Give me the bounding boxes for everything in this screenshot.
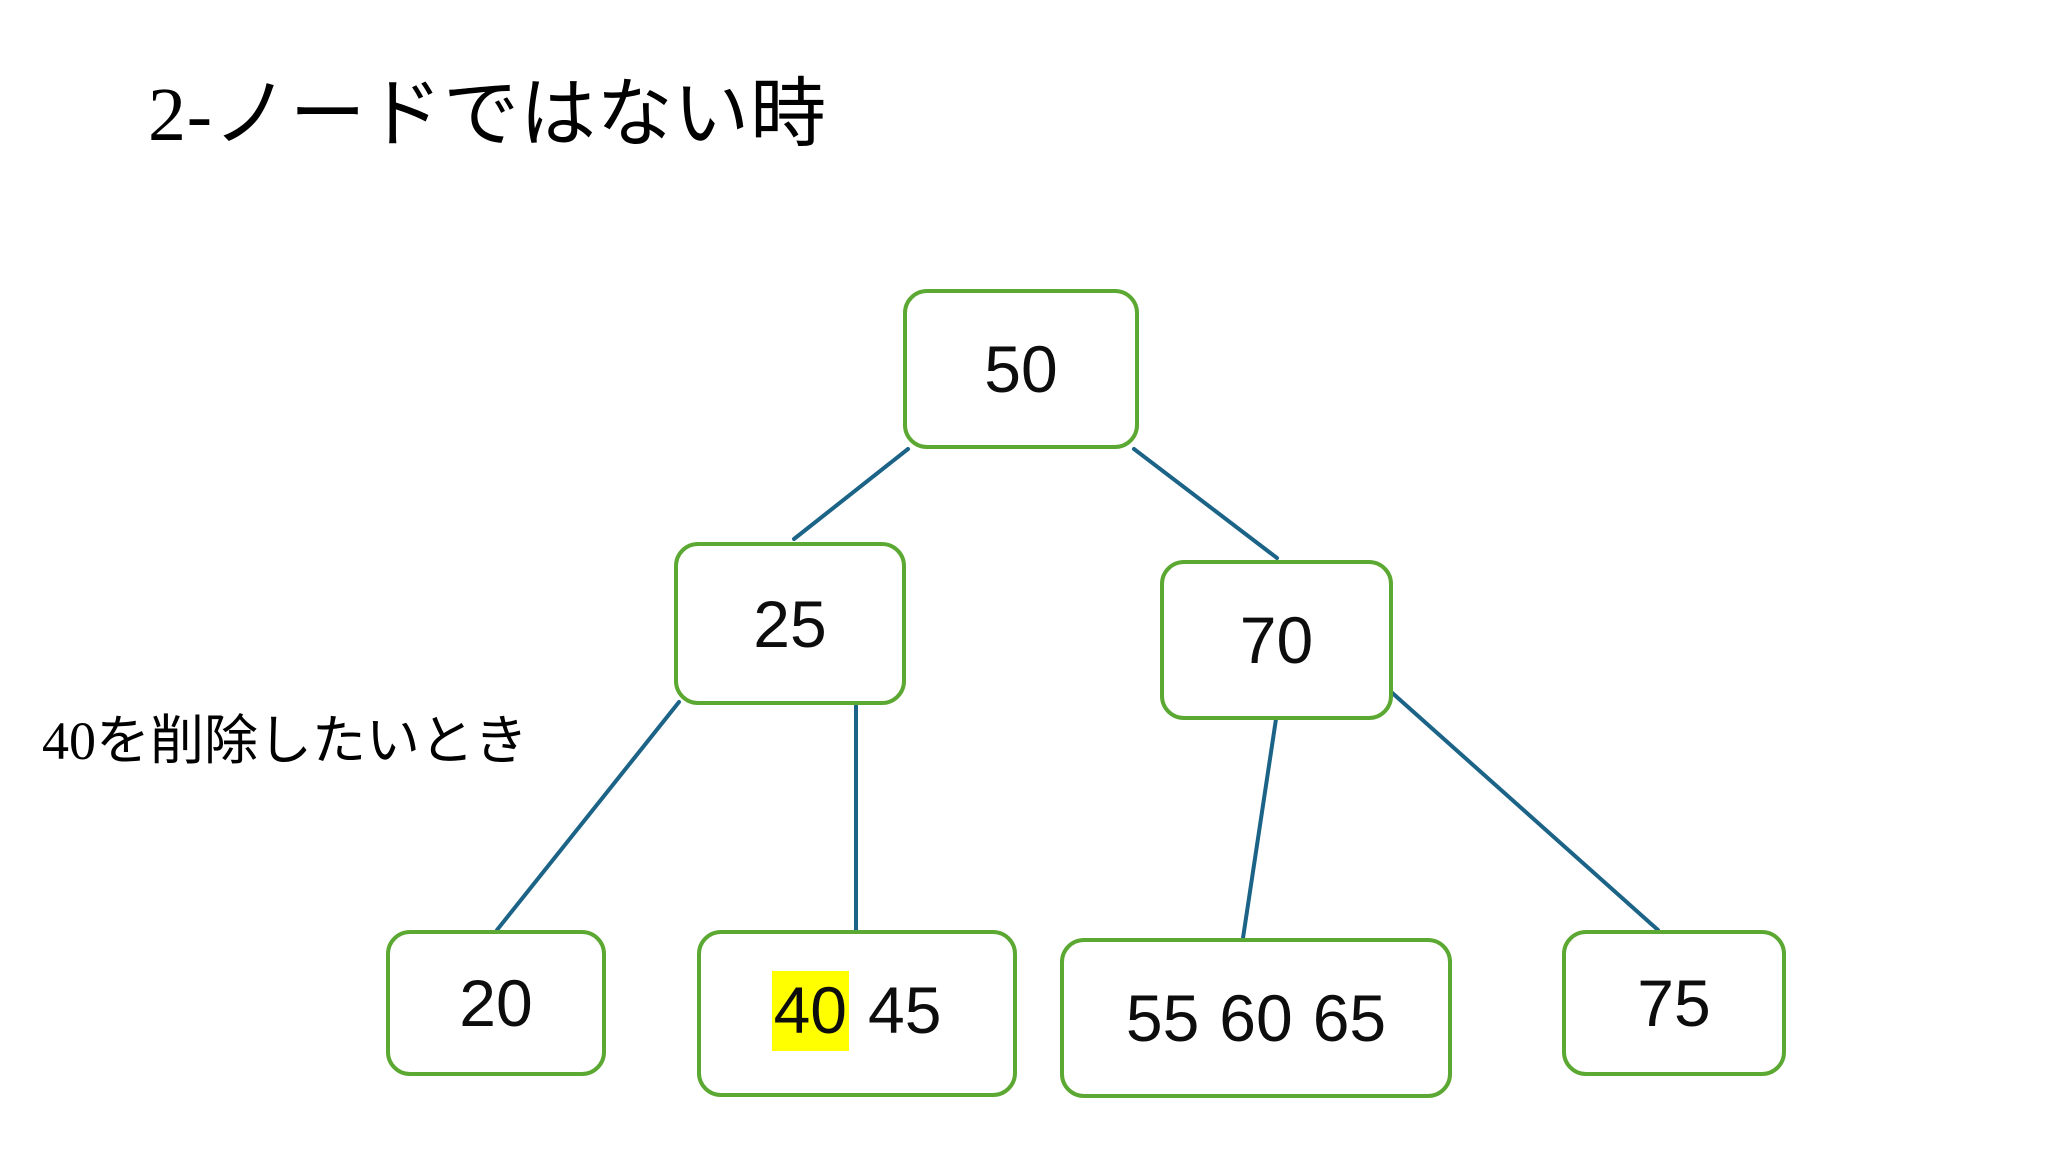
page-title: 2-ノードではない時 [148,73,827,157]
tree-node-50-label: 50 [983,336,1058,402]
edge-root-to-70 [1132,447,1279,560]
key-25: 25 [753,586,827,661]
tree-node-20-label: 20 [458,970,533,1036]
key-40-highlighted[interactable]: 40 [771,970,849,1051]
delete-target-annotation: 40を削除したいとき [42,711,528,771]
key-55: 55 [1125,981,1200,1055]
tree-node-55-60-65-label: 55 60 65 [1125,985,1387,1051]
tree-node-40-45-label: 40 45 [771,970,943,1051]
key-50: 50 [984,332,1058,406]
key-65: 65 [1312,981,1387,1055]
edge-root-to-25 [792,447,910,541]
key-60: 60 [1219,981,1293,1055]
key-45: 45 [868,972,942,1047]
tree-node-75-label: 75 [1636,970,1711,1036]
key-70: 70 [1239,603,1314,677]
edge-70-to-55-60-65 [1241,717,1278,940]
tree-node-70-label: 70 [1239,607,1314,673]
tree-node-55-60-65[interactable]: 55 60 65 [1060,938,1452,1098]
tree-node-25-label: 25 [752,591,827,657]
tree-node-40-45[interactable]: 40 45 [697,930,1017,1097]
tree-node-50[interactable]: 50 [903,289,1139,449]
tree-node-25[interactable]: 25 [674,542,906,705]
key-20: 20 [459,966,533,1040]
tree-node-20[interactable]: 20 [386,930,606,1076]
tree-node-75[interactable]: 75 [1562,930,1786,1076]
key-75: 75 [1637,966,1711,1040]
tree-node-70[interactable]: 70 [1160,560,1393,720]
edge-70-to-75 [1387,688,1660,932]
